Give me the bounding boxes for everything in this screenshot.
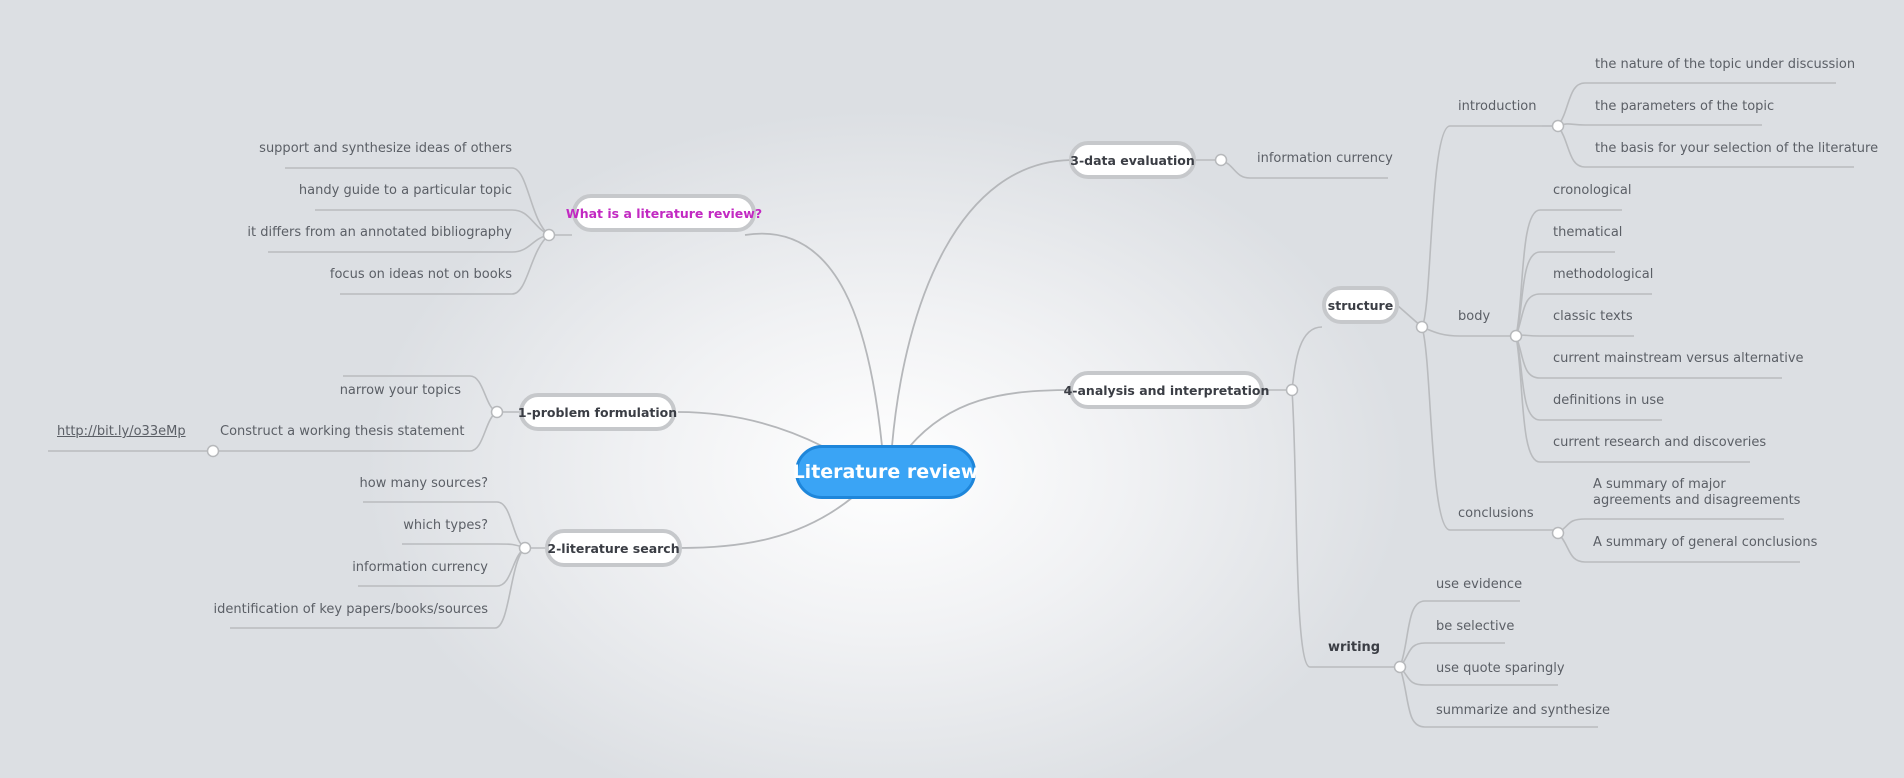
leaf-summary-general-conclusions[interactable]: A summary of general conclusions — [1593, 535, 1818, 550]
leaf-nature-of-topic[interactable]: the nature of the topic under discussion — [1595, 57, 1856, 72]
leaf-support-synthesize[interactable]: support and synthesize ideas of others — [259, 141, 512, 156]
link-bitly[interactable]: http://bit.ly/o33eMp — [57, 424, 186, 439]
leaf-use-quote-sparingly[interactable]: use quote sparingly — [1436, 661, 1565, 676]
leaf-summarize-synthesize[interactable]: summarize and synthesize — [1436, 703, 1611, 718]
topic-structure[interactable]: structure — [1322, 286, 1399, 324]
topic-literature-search[interactable]: 2-literature search — [545, 529, 682, 567]
leaf-classic-texts[interactable]: classic texts — [1553, 309, 1633, 324]
leaf-cronological[interactable]: cronological — [1553, 183, 1632, 198]
leaf-thematical[interactable]: thematical — [1553, 225, 1623, 240]
leaf-mainstream-vs-alternative[interactable]: current mainstream versus alternative — [1553, 351, 1804, 366]
leaf-parameters-of-topic[interactable]: the parameters of the topic — [1595, 99, 1775, 114]
edge-root-analysis — [909, 389, 1072, 447]
leaf-eval-information-currency[interactable]: information currency — [1257, 151, 1393, 166]
edge-root-what — [744, 232, 883, 447]
leaf-current-research[interactable]: current research and discoveries — [1553, 435, 1767, 450]
leaf-construct-thesis[interactable]: Construct a working thesis statement — [220, 424, 465, 439]
leaf-basis-for-selection[interactable]: the basis for your selection of the lite… — [1595, 141, 1879, 156]
leaf-methodological[interactable]: methodological — [1553, 267, 1654, 282]
leaf-focus-ideas[interactable]: focus on ideas not on books — [329, 267, 512, 282]
topic-data-evaluation[interactable]: 3-data evaluation — [1069, 141, 1196, 179]
edge-root-problem — [677, 411, 823, 447]
leaf-information-currency[interactable]: information currency — [352, 560, 488, 575]
topic-what-is-literature-review[interactable]: What is a literature review? — [566, 194, 762, 232]
edge-root-search — [679, 496, 854, 549]
branch-conclusions[interactable]: conclusions — [1458, 506, 1534, 521]
central-topic[interactable]: Literature review — [793, 445, 978, 499]
leaf-be-selective[interactable]: be selective — [1436, 619, 1515, 634]
leaf-identification-key-papers[interactable]: identification of key papers/books/sourc… — [213, 602, 488, 617]
leaf-which-types[interactable]: which types? — [403, 518, 488, 533]
leaf-definitions-in-use[interactable]: definitions in use — [1553, 393, 1665, 408]
leaf-summary-major-agreements[interactable]: A summary of major agreements and disagr… — [1593, 477, 1801, 508]
leaf-how-many-sources[interactable]: how many sources? — [359, 476, 489, 491]
branch-body[interactable]: body — [1458, 309, 1491, 324]
branch-introduction[interactable]: introduction — [1458, 99, 1537, 114]
leaf-handy-guide[interactable]: handy guide to a particular topic — [298, 183, 512, 198]
topic-writing[interactable]: writing — [1328, 640, 1381, 655]
leaf-differs-annotated-bibliography[interactable]: it differs from an annotated bibliograph… — [247, 225, 512, 240]
edge-root-evaluation — [891, 159, 1072, 447]
topic-problem-formulation[interactable]: 1-problem formulation — [518, 393, 677, 431]
leaf-use-evidence[interactable]: use evidence — [1436, 577, 1523, 592]
leaf-narrow-topics[interactable]: narrow your topics — [339, 383, 461, 398]
topic-analysis-interpretation[interactable]: 4-analysis and interpretation — [1064, 371, 1269, 409]
